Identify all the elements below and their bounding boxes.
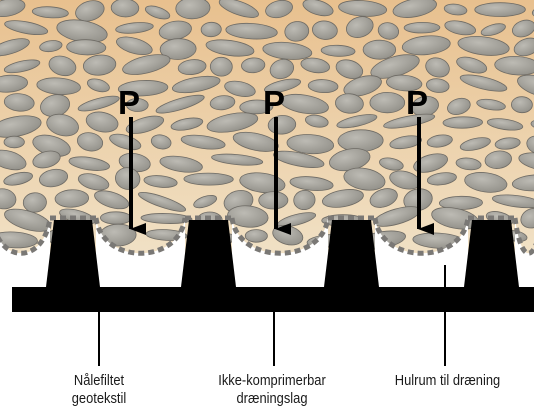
gravel-stone bbox=[100, 212, 131, 225]
drainage-mat-base bbox=[12, 287, 534, 312]
drainage-mat-stud bbox=[46, 220, 100, 287]
gravel-stone bbox=[245, 230, 267, 243]
gravel-stone bbox=[475, 3, 526, 17]
gravel-stone bbox=[511, 96, 533, 113]
label-voids: Hulrum til dræning bbox=[372, 372, 523, 390]
load-label-p: P bbox=[263, 84, 285, 121]
load-label-p: P bbox=[118, 84, 140, 121]
drainage-mat-stud bbox=[324, 220, 379, 287]
gravel-stone bbox=[184, 173, 233, 185]
label-geotextile-line2: geotekstil bbox=[52, 390, 147, 408]
gravel-stone bbox=[443, 116, 483, 128]
gravel-stone bbox=[210, 57, 233, 77]
label-drainage-layer-line1: Ikke-komprimerbar bbox=[195, 372, 350, 390]
label-drainage-layer-line2: dræningslag bbox=[195, 390, 350, 408]
drainage-mat-stud bbox=[181, 220, 236, 287]
drainage-mat-stud bbox=[464, 220, 519, 287]
label-voids-line1: Hulrum til dræning bbox=[372, 372, 523, 390]
gravel-stone bbox=[370, 92, 405, 112]
load-label-p: P bbox=[406, 84, 428, 121]
gravel-stone bbox=[404, 22, 440, 33]
label-geotextile: Nålefiltet geotekstil bbox=[52, 372, 147, 408]
label-geotextile-line1: Nålefiltet bbox=[52, 372, 147, 390]
gravel-stone bbox=[259, 191, 288, 209]
gravel-stone bbox=[4, 136, 24, 148]
gravel-stone bbox=[201, 22, 222, 37]
gravel-stone bbox=[363, 40, 396, 59]
label-drainage-layer: Ikke-komprimerbar dræningslag bbox=[195, 372, 350, 408]
